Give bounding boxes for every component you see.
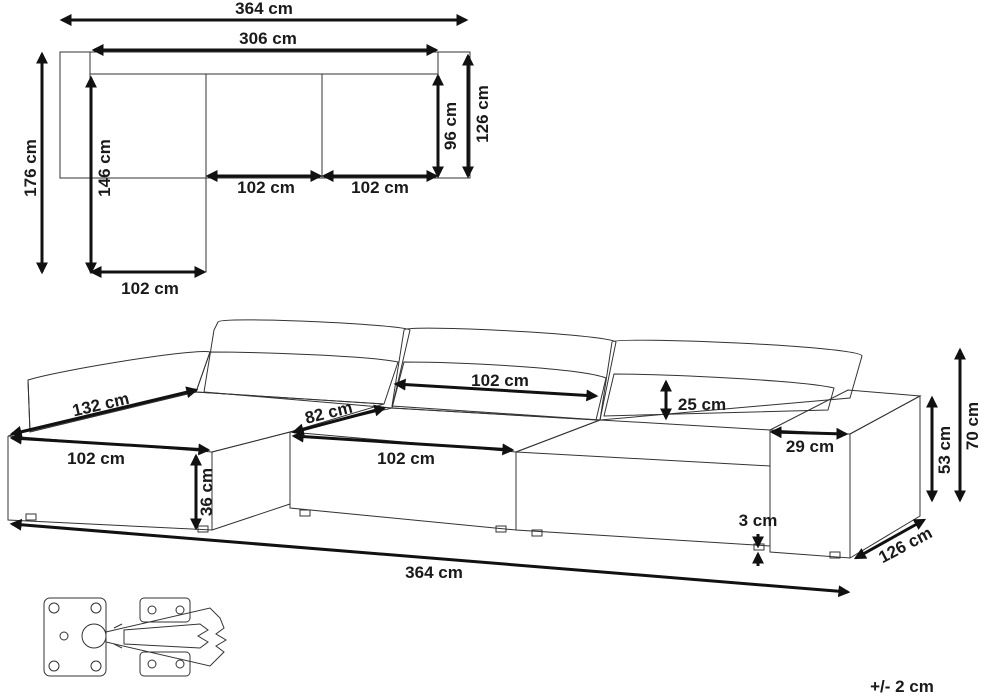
- armrest-width-label: 29 cm: [786, 437, 834, 456]
- chaise-length-label: 132 cm: [71, 389, 131, 420]
- cushion-width-label: 102 cm: [471, 371, 529, 390]
- total-height-label: 70 cm: [963, 402, 982, 450]
- back-cushion-middle: [391, 327, 617, 421]
- top-view-back-strip: [59, 51, 471, 179]
- top-module-b-label: 102 cm: [351, 178, 409, 197]
- tolerance-note: +/- 2 cm: [870, 677, 934, 696]
- right-seat: [515, 419, 771, 467]
- leg-height-label: 3 cm: [739, 511, 778, 530]
- chaise-width-label: 102 cm: [67, 449, 125, 468]
- middle-module-label: 102 cm: [377, 449, 435, 468]
- top-view: 364 cm 306 cm 176 cm 146 cm 96 cm 126 cm…: [21, 0, 492, 298]
- front-total-width-label: 364 cm: [405, 563, 463, 582]
- top-back-width-label: 306 cm: [239, 29, 297, 48]
- base-height-label: 36 cm: [197, 468, 216, 516]
- top-module-a-label: 102 cm: [237, 178, 295, 197]
- back-cushion-height-label: 25 cm: [678, 395, 726, 414]
- perspective-view: 132 cm 102 cm 82 cm 102 cm 102 cm 25 cm …: [7, 319, 982, 598]
- top-total-width-label: 364 cm: [235, 0, 293, 18]
- top-chaise-depth-label: 146 cm: [95, 139, 114, 197]
- seat-height-label: 53 cm: [935, 426, 954, 474]
- right-armrest: [768, 389, 922, 435]
- top-chaise-width-label: 102 cm: [121, 279, 179, 298]
- left-armrest: [27, 351, 211, 433]
- back-cushion-left: [203, 319, 411, 409]
- top-back-depth-label: 126 cm: [473, 85, 492, 143]
- top-seat-depth-label: 96 cm: [441, 102, 460, 150]
- top-total-depth-label: 176 cm: [21, 139, 40, 197]
- back-cushion-right: [599, 339, 863, 421]
- connector-bracket-icon: [43, 597, 227, 677]
